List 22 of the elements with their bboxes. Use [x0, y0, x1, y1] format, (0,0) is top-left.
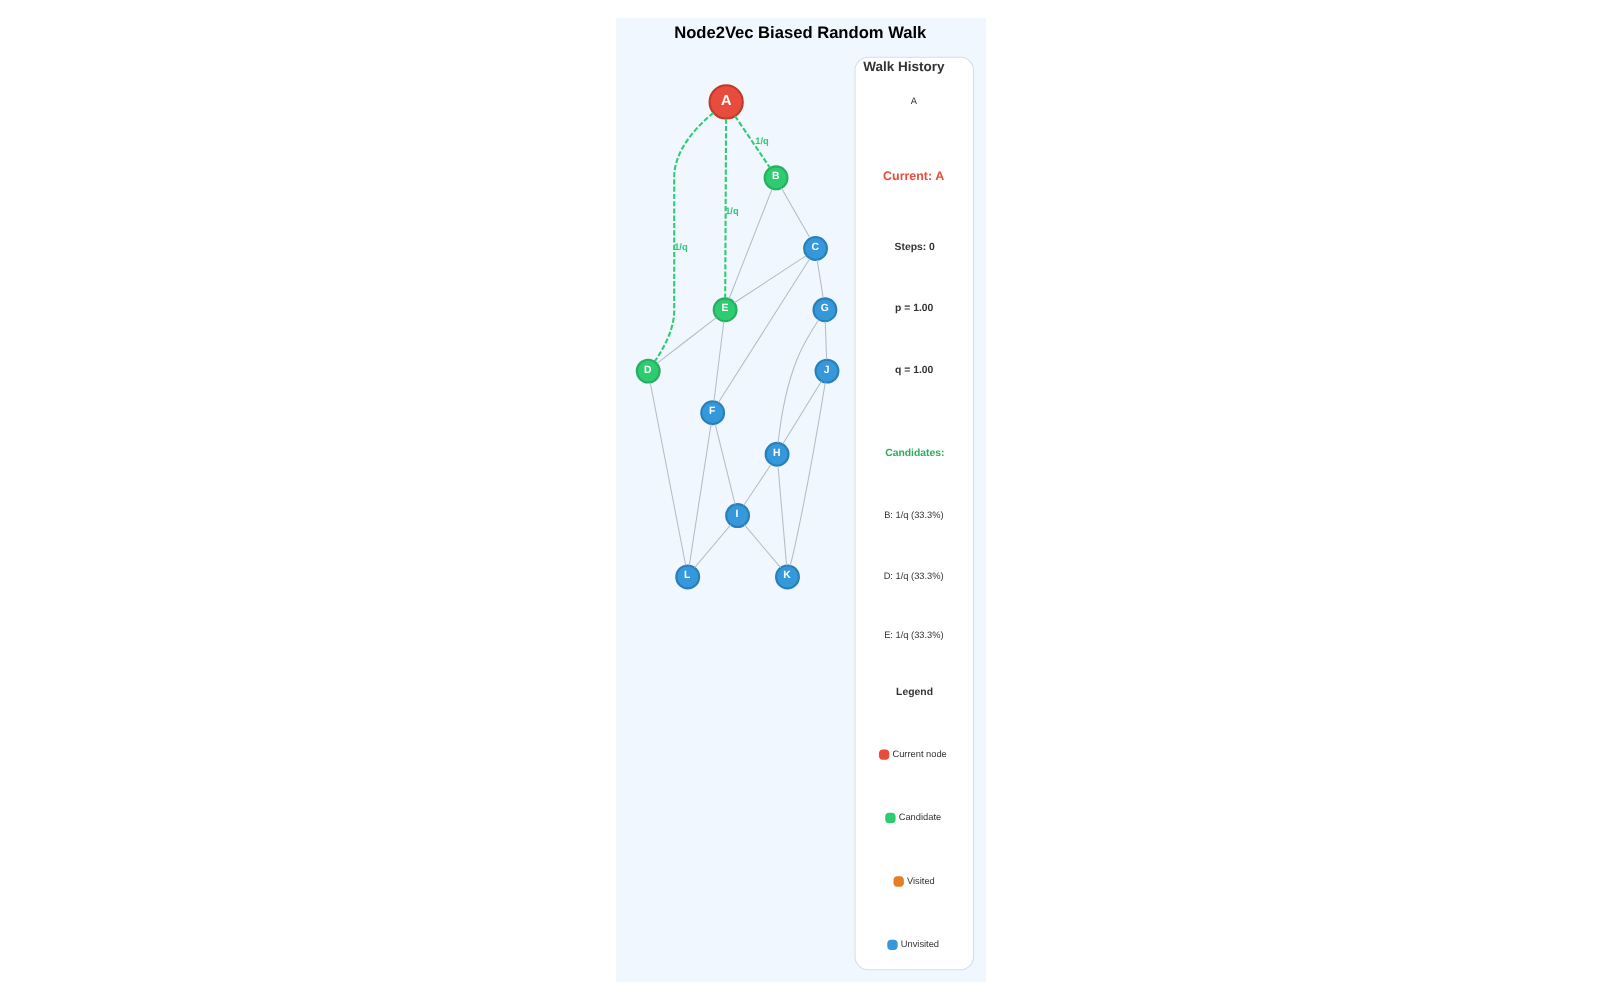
connector	[743, 524, 781, 569]
connector	[779, 187, 810, 239]
connector	[687, 423, 711, 566]
connector	[788, 381, 825, 567]
connector	[727, 188, 772, 300]
connector	[733, 115, 770, 169]
connector	[742, 464, 771, 507]
connector	[781, 380, 821, 445]
connector	[776, 319, 819, 444]
connector	[716, 258, 810, 404]
connector	[693, 524, 731, 569]
connector	[712, 320, 724, 402]
diagram-title: Node2Vec Biased Random Walk	[673, 22, 926, 43]
connector	[732, 255, 806, 304]
connector	[823, 320, 827, 361]
connector	[648, 382, 686, 566]
connector	[655, 317, 716, 364]
connector	[815, 259, 823, 299]
connector	[776, 465, 787, 566]
connector	[713, 423, 735, 505]
connector	[723, 118, 727, 299]
connector	[652, 111, 713, 362]
